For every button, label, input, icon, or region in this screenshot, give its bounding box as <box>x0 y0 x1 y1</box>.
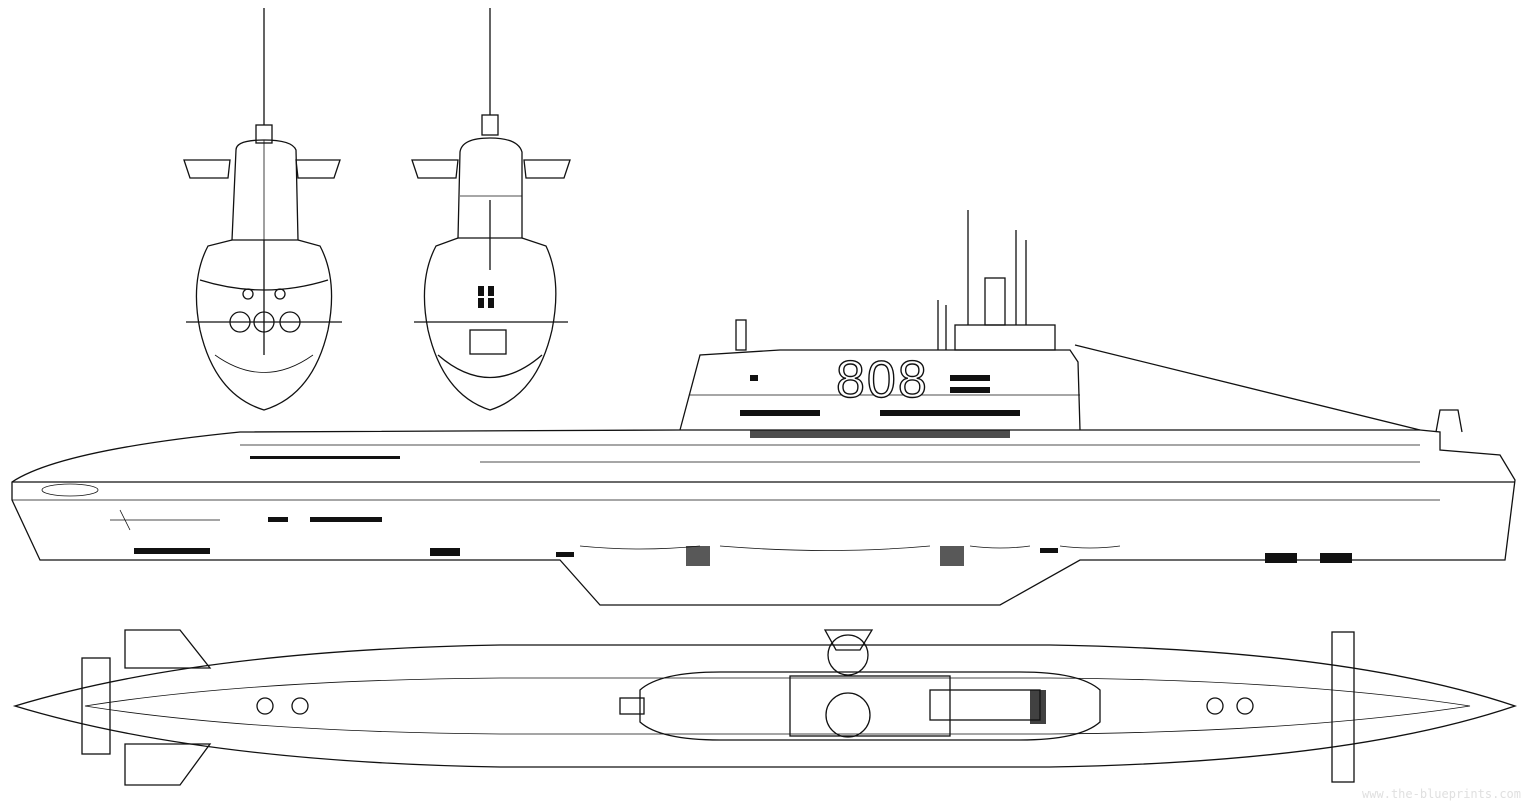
watermark: www.the-blueprints.com <box>1362 787 1521 801</box>
rear-view <box>411 8 571 411</box>
hull-number: 808 <box>835 350 929 409</box>
front-view <box>183 8 342 411</box>
side-view <box>11 210 1516 606</box>
top-view <box>12 629 1518 786</box>
